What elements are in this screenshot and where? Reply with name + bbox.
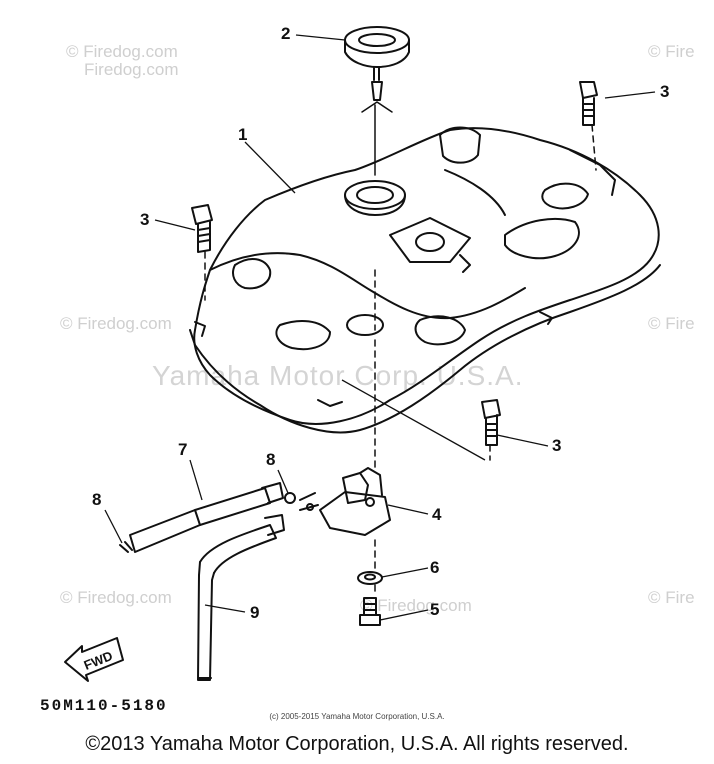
- callout-cap: 2: [281, 24, 291, 43]
- watermark-firedog: © Fire: [648, 314, 695, 333]
- fuel-tank: [189, 126, 661, 434]
- callout-bolt: 3: [140, 210, 150, 229]
- watermark-yamaha: Yamaha Motor Corp. U.S.A.: [152, 360, 524, 391]
- watermark-firedog: © Firedog.com: [60, 588, 172, 607]
- bolt-left: [191, 204, 213, 253]
- watermark-firedog: Firedog.com: [84, 60, 179, 79]
- vacuum-hose: [197, 514, 285, 681]
- copyright-notice: ©2013 Yamaha Motor Corporation, U.S.A. A…: [85, 733, 629, 755]
- watermark-firedog: © Firedog.com: [60, 314, 172, 333]
- bolt-right: [579, 81, 598, 126]
- fwd-arrow: FWD: [64, 637, 124, 682]
- callout-screw: 5: [430, 600, 440, 619]
- callout-clip: 8: [266, 450, 276, 469]
- small-copyright: (c) 2005-2015 Yamaha Motor Corporation, …: [269, 712, 445, 721]
- bolt-lower: [481, 399, 501, 446]
- watermark-firedog: © Fire: [648, 42, 695, 61]
- fuel-hose: [129, 482, 296, 553]
- callout-vacuum-hose: 9: [250, 603, 260, 622]
- callout-fuel-hose: 7: [178, 440, 188, 459]
- watermark-firedog: © Fire: [648, 588, 695, 607]
- fuel-cock: [299, 467, 391, 536]
- watermark-firedog: © Firedog.com: [360, 596, 472, 615]
- clip: [119, 541, 133, 553]
- callout-bolt: 3: [660, 82, 670, 101]
- callout-washer: 6: [430, 558, 440, 577]
- callout-clip: 8: [92, 490, 102, 509]
- screw: [359, 597, 381, 626]
- part-code: 50M110-5180: [40, 697, 168, 715]
- callout-bolt: 3: [552, 436, 562, 455]
- watermark-firedog: © Firedog.com: [66, 42, 178, 61]
- callout-fuel-tank: 1: [238, 125, 248, 144]
- washer: [357, 571, 383, 585]
- fuel-cap: [344, 26, 410, 101]
- callout-fuel-cock: 4: [432, 505, 442, 524]
